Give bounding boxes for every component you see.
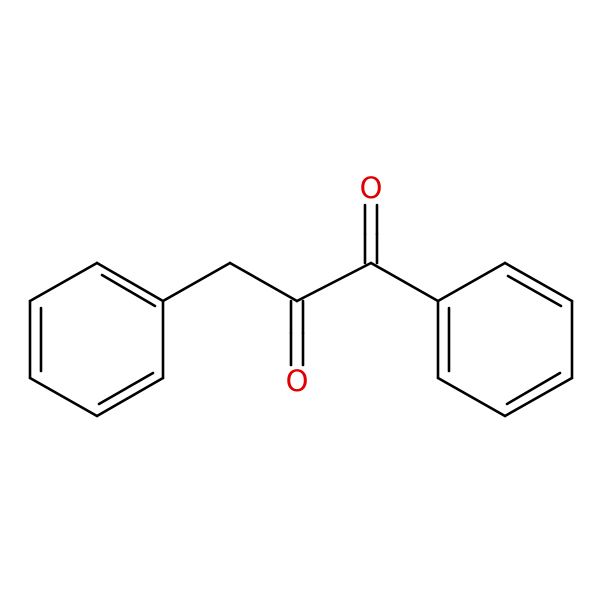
ring-left-bond-1 bbox=[95, 261, 165, 303]
ring-right-bond-4 bbox=[503, 376, 574, 418]
ring-left-double-2 bbox=[97, 371, 155, 406]
ring-left-double-1 bbox=[100, 273, 157, 308]
ring-left-bond-4 bbox=[28, 376, 99, 418]
bond-layer bbox=[28, 203, 574, 418]
chain-bond-ch2-co bbox=[228, 261, 299, 303]
ring-right-bond-2 bbox=[503, 261, 574, 303]
ring-left-bond-6 bbox=[28, 261, 99, 303]
oxygen-atom-label-2: O bbox=[286, 364, 309, 398]
atom-label-layer: O O bbox=[286, 171, 383, 398]
ring-right-double-1 bbox=[506, 274, 563, 308]
chain-bond-co-co bbox=[295, 261, 373, 303]
ring-left-bond-3 bbox=[95, 376, 165, 418]
ring-right-bond-1 bbox=[436, 261, 507, 303]
ring-right-bond-5 bbox=[436, 376, 507, 418]
chain-bond-ring-ch2 bbox=[161, 261, 232, 303]
ring-right-double-2 bbox=[505, 371, 562, 406]
oxygen-atom-label-1: O bbox=[360, 171, 383, 205]
chain-bond-co-ring bbox=[369, 261, 440, 303]
